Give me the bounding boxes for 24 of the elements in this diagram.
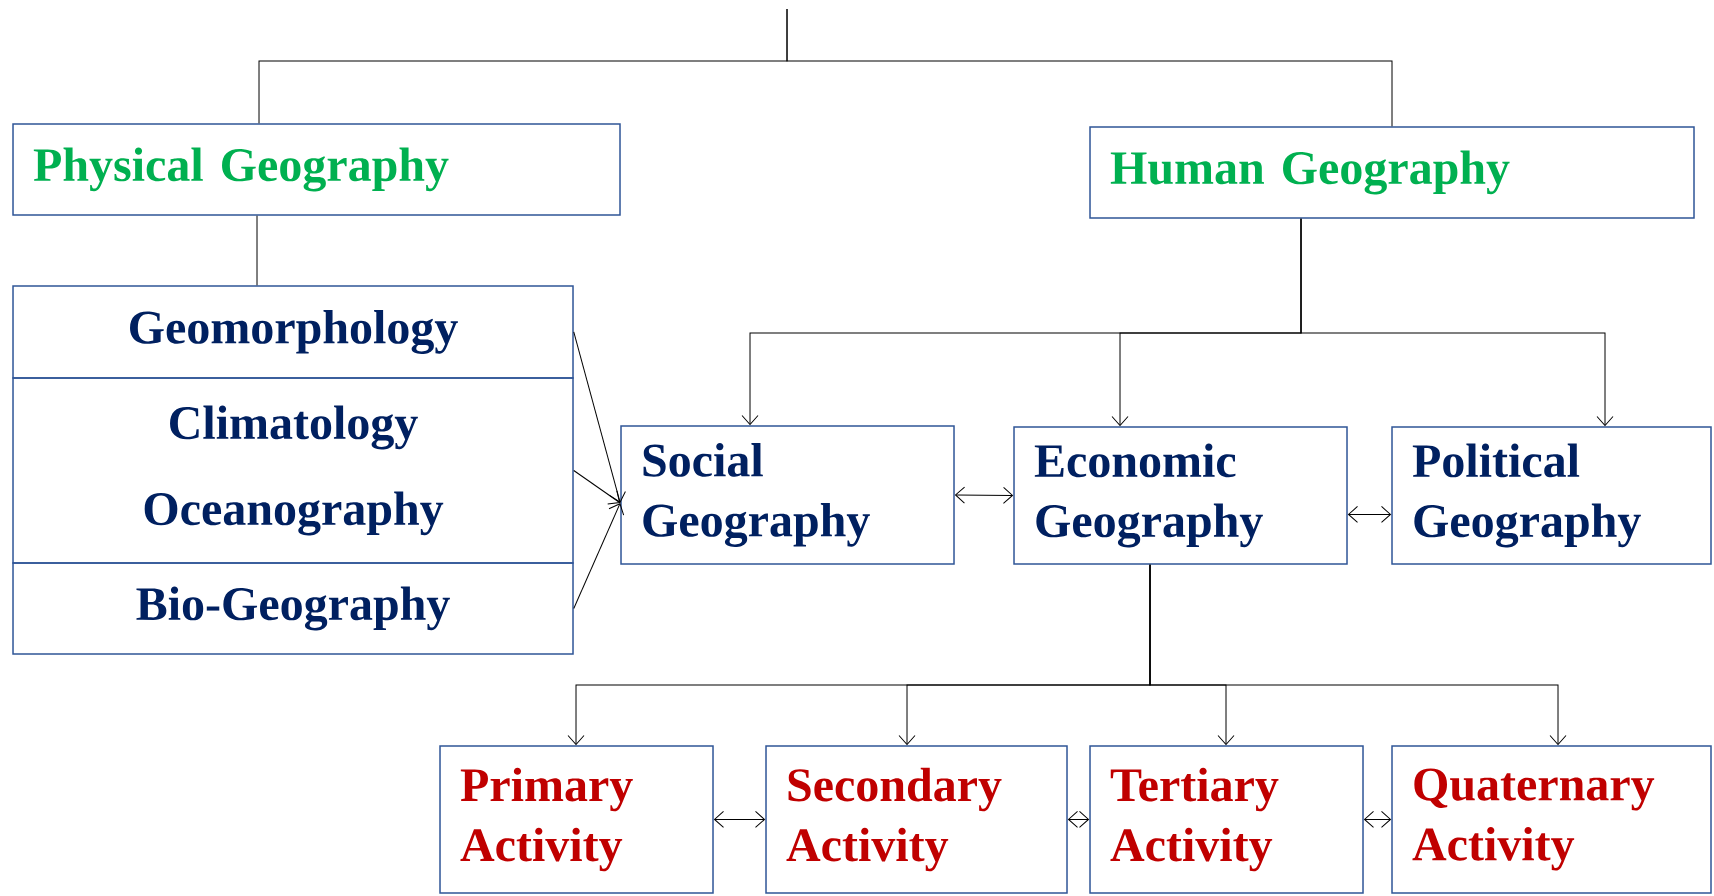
arrow xyxy=(714,811,765,828)
connector-line xyxy=(256,215,258,286)
category-box: Economic Geography xyxy=(1013,426,1348,565)
arrow xyxy=(1300,218,1614,426)
category-box: Tertiary Activity xyxy=(1089,745,1364,894)
connector-line xyxy=(786,8,1393,127)
category-box: Social Geography xyxy=(620,425,955,565)
category-box: Geomorphology xyxy=(12,285,574,379)
category-box: Secondary Activity xyxy=(765,745,1068,894)
arrow xyxy=(1149,564,1567,745)
category-box: Human Geography xyxy=(1089,126,1695,219)
arrow xyxy=(955,486,1013,504)
arrow xyxy=(573,331,626,503)
arrow xyxy=(573,470,621,505)
arrow xyxy=(573,503,625,609)
category-box: Climatology Oceanography xyxy=(12,377,574,564)
category-box: Primary Activity xyxy=(439,745,714,894)
category-box: Political Geography xyxy=(1391,426,1712,565)
arrow xyxy=(1068,811,1089,828)
category-box: Quaternary Activity xyxy=(1391,745,1712,894)
arrow xyxy=(1348,506,1391,523)
arrow xyxy=(1364,811,1391,828)
category-box: Bio-Geography xyxy=(12,562,574,655)
category-box: Physical Geography xyxy=(12,123,621,216)
